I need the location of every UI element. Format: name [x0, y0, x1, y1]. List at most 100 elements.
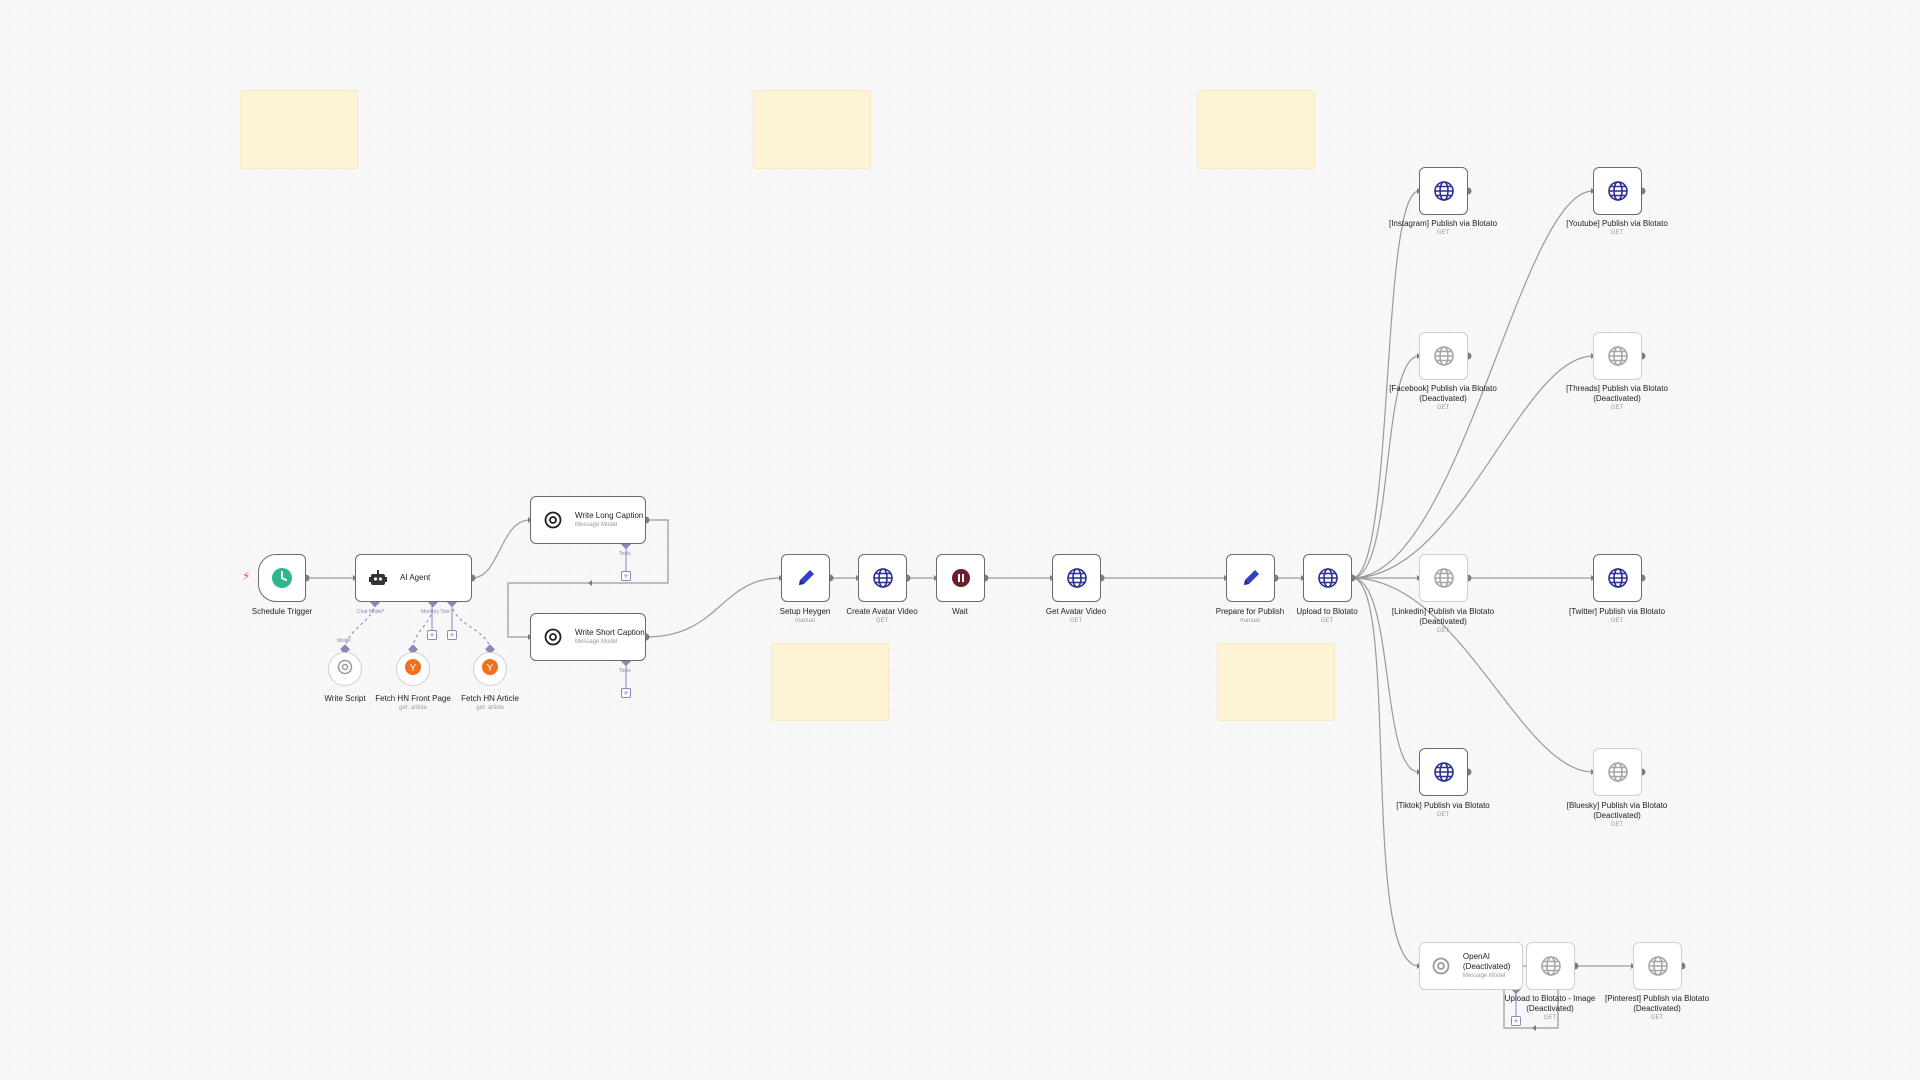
add-tool-button[interactable]: + [447, 630, 457, 640]
instagram-publish-label: [Instagram] Publish via Blotato GET [1388, 219, 1498, 236]
openai-icon [1430, 954, 1453, 978]
setup-heygen-node[interactable] [781, 554, 830, 602]
linkedin-publish-node[interactable] [1419, 554, 1468, 602]
write-script-label: Write Script [324, 694, 366, 703]
facebook-publish-label: [Facebook] Publish via Blotato (Deactiva… [1389, 384, 1497, 411]
pinterest-publish-label: [Pinterest] Publish via Blotato (Deactiv… [1604, 994, 1710, 1021]
tools-connector-label: Tools [619, 551, 631, 557]
fetch-hn-front-page-node[interactable]: Y [396, 652, 430, 686]
tiktok-publish-node[interactable] [1419, 748, 1468, 796]
edge-upload-facebook [1351, 355, 1420, 579]
ai-agent-node[interactable]: AI Agent [355, 554, 472, 602]
edge-agent-memory-2 [451, 602, 491, 651]
globe-icon [1432, 344, 1456, 368]
edge-upload-youtube [1351, 190, 1594, 579]
globe-icon [1606, 344, 1630, 368]
pencil-icon [1239, 566, 1263, 590]
setup-heygen-label: Setup Heygen manual [779, 607, 831, 624]
threads-publish-node[interactable] [1593, 332, 1642, 380]
edge-agent-memory-1 [412, 602, 434, 651]
sticky-note[interactable] [1217, 643, 1335, 721]
globe-icon [1432, 179, 1456, 203]
bluesky-publish-node[interactable] [1593, 748, 1642, 796]
globe-icon [1316, 566, 1340, 590]
sticky-note[interactable] [753, 90, 871, 169]
create-avatar-video-label: Create Avatar Video GET [846, 607, 918, 624]
edge-upload-openai [1351, 577, 1420, 967]
fetch-hn-article-label: Fetch HN Article get: article [461, 694, 519, 711]
schedule-trigger-node[interactable] [258, 554, 306, 602]
globe-icon [1065, 566, 1089, 590]
edge-upload-threads [1351, 355, 1594, 579]
schedule-trigger-label: Schedule Trigger [251, 607, 313, 616]
edge-shortcaption-heygen [645, 577, 782, 638]
sticky-note[interactable] [1197, 90, 1315, 169]
globe-icon [1646, 954, 1670, 978]
write-long-caption-title: Write Long Caption [575, 510, 644, 520]
youtube-publish-node[interactable] [1593, 167, 1642, 215]
pause-icon [949, 566, 973, 590]
add-tool-button[interactable]: + [621, 688, 631, 698]
youtube-publish-label: [Youtube] Publish via Blotato GET [1566, 219, 1668, 236]
add-memory-button[interactable]: + [427, 630, 437, 640]
pinterest-publish-node[interactable] [1633, 942, 1682, 990]
upload-image-label: Upload to Blotato - Image (Deactivated) … [1504, 994, 1596, 1021]
model-connector-label: Model [337, 638, 351, 644]
twitter-publish-label: [Twitter] Publish via Blotato GET [1568, 607, 1666, 624]
edge-upload-instagram [1351, 190, 1420, 579]
write-long-caption-subtitle: Message Model [575, 521, 618, 528]
upload-to-blotato-node[interactable] [1303, 554, 1352, 602]
robot-icon [366, 566, 390, 590]
upload-image-node[interactable] [1526, 942, 1575, 990]
globe-icon [1606, 566, 1630, 590]
wait-node[interactable] [936, 554, 985, 602]
tools-connector-label: Tools [619, 668, 631, 674]
openai-title: OpenAI (Deactivated) [1462, 951, 1511, 971]
globe-icon [1606, 760, 1630, 784]
prepare-for-publish-label: Prepare for Publish manual [1215, 607, 1285, 624]
twitter-publish-node[interactable] [1593, 554, 1642, 602]
sticky-note[interactable] [771, 643, 889, 721]
fetch-hn-front-page-label: Fetch HN Front Page get: article [375, 694, 451, 711]
trigger-bolt-icon: ⚡ [242, 569, 251, 583]
globe-icon [1539, 954, 1563, 978]
globe-icon [1432, 566, 1456, 590]
get-avatar-video-label: Get Avatar Video GET [1045, 607, 1107, 624]
hacker-news-icon: Y [404, 658, 422, 681]
openai-icon [336, 658, 354, 681]
fetch-hn-article-node[interactable]: Y [473, 652, 507, 686]
edge-agent-longcaption [471, 519, 531, 579]
wait-label: Wait [952, 607, 968, 616]
instagram-publish-node[interactable] [1419, 167, 1468, 215]
clock-icon [270, 566, 294, 590]
globe-icon [1606, 179, 1630, 203]
svg-text:Y: Y [410, 663, 417, 674]
sticky-note[interactable] [240, 90, 358, 169]
write-short-caption-title: Write Short Caption [575, 627, 645, 637]
create-avatar-video-node[interactable] [858, 554, 907, 602]
write-short-caption-node[interactable]: Write Short Caption Message Model [530, 613, 646, 661]
add-tool-button[interactable]: + [1511, 1016, 1521, 1026]
threads-publish-label: [Threads] Publish via Blotato (Deactivat… [1566, 384, 1668, 411]
openai-icon [541, 625, 565, 649]
bluesky-publish-label: [Bluesky] Publish via Blotato (Deactivat… [1566, 801, 1668, 828]
upload-to-blotato-label: Upload to Blotato GET [1296, 607, 1358, 624]
linkedin-publish-label: [Linkedin] Publish via Blotato (Deactiva… [1391, 607, 1495, 634]
edge-upload-tiktok [1351, 577, 1420, 773]
svg-text:Y: Y [487, 663, 494, 674]
tiktok-publish-label: [Tiktok] Publish via Blotato GET [1396, 801, 1490, 818]
facebook-publish-node[interactable] [1419, 332, 1468, 380]
openai-node[interactable]: OpenAI (Deactivated) Message Model [1419, 942, 1523, 990]
write-long-caption-node[interactable]: Write Long Caption Message Model [530, 496, 646, 544]
add-tool-button[interactable]: + [621, 571, 631, 581]
pencil-icon [794, 566, 818, 590]
globe-icon [871, 566, 895, 590]
prepare-for-publish-node[interactable] [1226, 554, 1275, 602]
chat-model-connector-label: Chat Model* [357, 609, 385, 615]
ai-agent-title: AI Agent [400, 573, 431, 582]
write-script-node[interactable] [328, 652, 362, 686]
memory-tool-connector-label: Memory Tool [421, 609, 450, 615]
get-avatar-video-node[interactable] [1052, 554, 1101, 602]
